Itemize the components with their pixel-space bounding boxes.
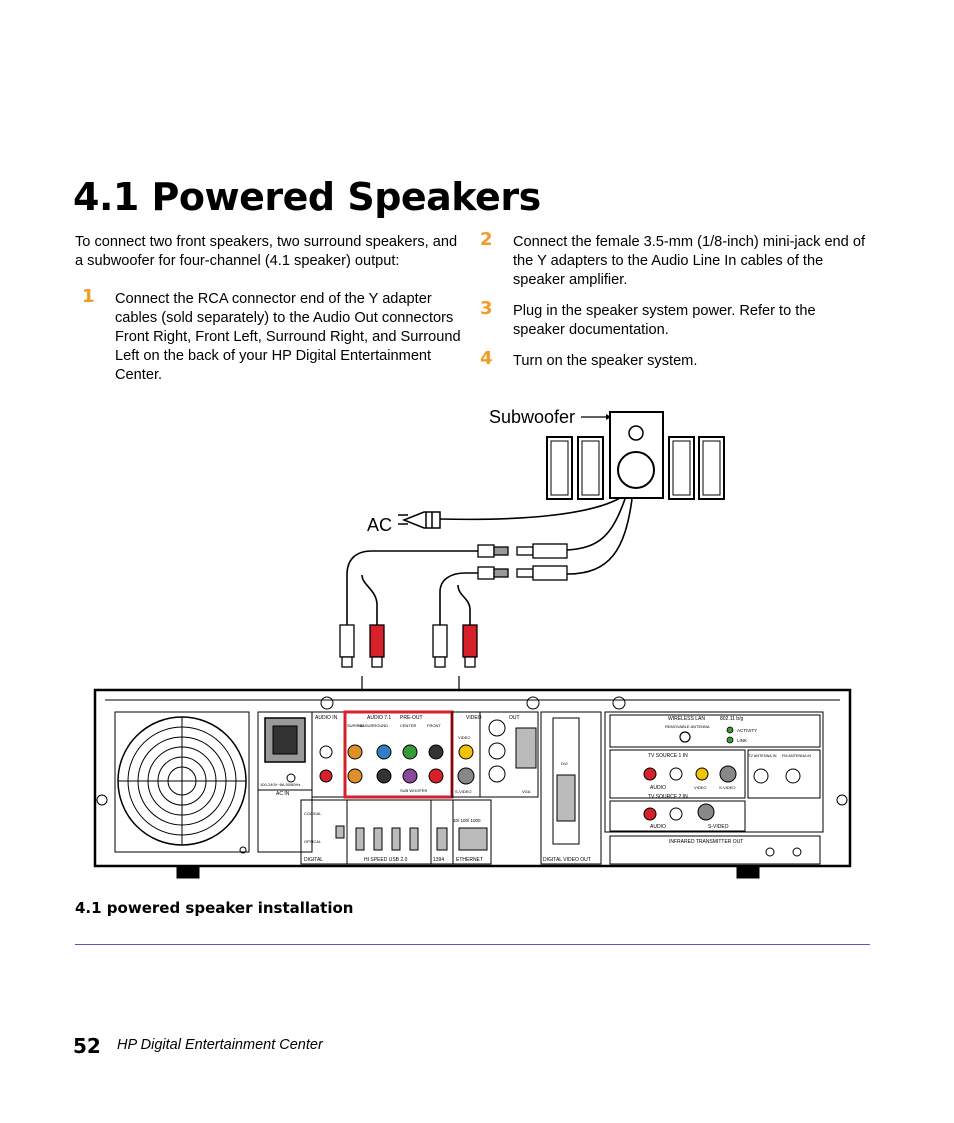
firewire-label: 1394 bbox=[433, 857, 444, 863]
step-text: Plug in the speaker system power. Refer … bbox=[513, 303, 816, 338]
ethernet-speed-label: 10/ 100/ 1000 bbox=[453, 818, 481, 823]
ac-plug bbox=[398, 511, 441, 529]
digital-label: DIGITAL bbox=[304, 857, 323, 863]
ethernet-label: ETHERNET bbox=[456, 857, 483, 863]
audio-71-label: AUDIO 7.1 bbox=[367, 715, 391, 721]
footer-rule bbox=[75, 944, 870, 945]
step-text: Turn on the speaker system. bbox=[513, 353, 698, 369]
video-small-label: VIDEO bbox=[458, 735, 470, 740]
pre-out-label: PRE-OUT bbox=[400, 715, 423, 721]
dvi-label: DVI bbox=[561, 761, 568, 766]
removable-antenna-label: REMOVABLE ANTENNA bbox=[665, 724, 710, 729]
optical-label: OPTICAL bbox=[304, 839, 322, 844]
subwoofer-label: Subwoofer bbox=[489, 407, 575, 427]
step-number: 2 bbox=[480, 229, 493, 250]
power-rating-label: 100-240V~8A 50/60Hz bbox=[260, 782, 300, 787]
audio-jacks bbox=[319, 719, 737, 821]
step-number: 3 bbox=[480, 298, 493, 319]
fm-antenna-label: FM ANTENNA IN bbox=[782, 754, 811, 758]
front-label: FRONT bbox=[427, 723, 441, 728]
tv-source-2-label: TV SOURCE 2 IN bbox=[648, 794, 688, 800]
page-title: 4.1 Powered Speakers bbox=[73, 175, 541, 219]
video-label: VIDEO bbox=[466, 715, 482, 721]
audio-label-2: AUDIO bbox=[650, 824, 666, 830]
surr-back-label: SURR BA bbox=[347, 723, 365, 728]
step-text: Connect the RCA connector end of the Y a… bbox=[115, 291, 461, 383]
s-video-label-1: S-VIDEO bbox=[719, 785, 735, 790]
audio-in-label: AUDIO IN bbox=[315, 715, 338, 721]
rca-plugs bbox=[339, 624, 478, 668]
ir-out-label: INFRARED TRANSMITTER OUT bbox=[669, 839, 743, 845]
audio-label-1: AUDIO bbox=[650, 785, 666, 791]
tv-antenna-label: TV ANTENNA IN bbox=[748, 754, 777, 758]
step-number: 4 bbox=[480, 348, 493, 369]
sub-woofer-label: SUB WOOFER bbox=[400, 788, 427, 793]
center-label: CENTER bbox=[400, 723, 417, 728]
activity-label: ACTIVITY bbox=[737, 728, 757, 733]
tv-source-1-label: TV SOURCE 1 IN bbox=[648, 753, 688, 759]
step-text: Connect the female 3.5-mm (1/8-inch) min… bbox=[513, 234, 866, 288]
ac-label: AC bbox=[367, 515, 392, 535]
link-label: LINK bbox=[737, 738, 747, 743]
step-number: 1 bbox=[82, 286, 95, 307]
book-title: HP Digital Entertainment Center bbox=[117, 1037, 323, 1053]
ac-in-label: AC IN bbox=[276, 791, 290, 797]
vga-label: VGA bbox=[522, 789, 531, 794]
page-number: 52 bbox=[73, 1034, 101, 1058]
surround-label: ND SURROUND bbox=[358, 723, 388, 728]
usb-label: HI SPEED USB 2.0 bbox=[364, 857, 408, 863]
speaker-set bbox=[546, 411, 725, 500]
wireless-standard-label: 802.11 b/g bbox=[720, 716, 743, 722]
s-video-label-2: S-VIDEO bbox=[708, 824, 729, 830]
s-video-label: S-VIDEO bbox=[455, 789, 471, 794]
digital-video-out-label: DIGITAL VIDEO OUT bbox=[543, 857, 591, 863]
intro-paragraph: To connect two front speakers, two surro… bbox=[75, 234, 458, 269]
video-label-1: VIDEO bbox=[694, 785, 706, 790]
out-label: OUT bbox=[509, 715, 520, 721]
coaxial-label: COAXIAL bbox=[304, 811, 322, 816]
wireless-lan-label: WIRELESS LAN bbox=[668, 716, 705, 722]
mini-jack-connectors bbox=[477, 543, 568, 581]
figure-caption: 4.1 powered speaker installation bbox=[75, 899, 354, 917]
